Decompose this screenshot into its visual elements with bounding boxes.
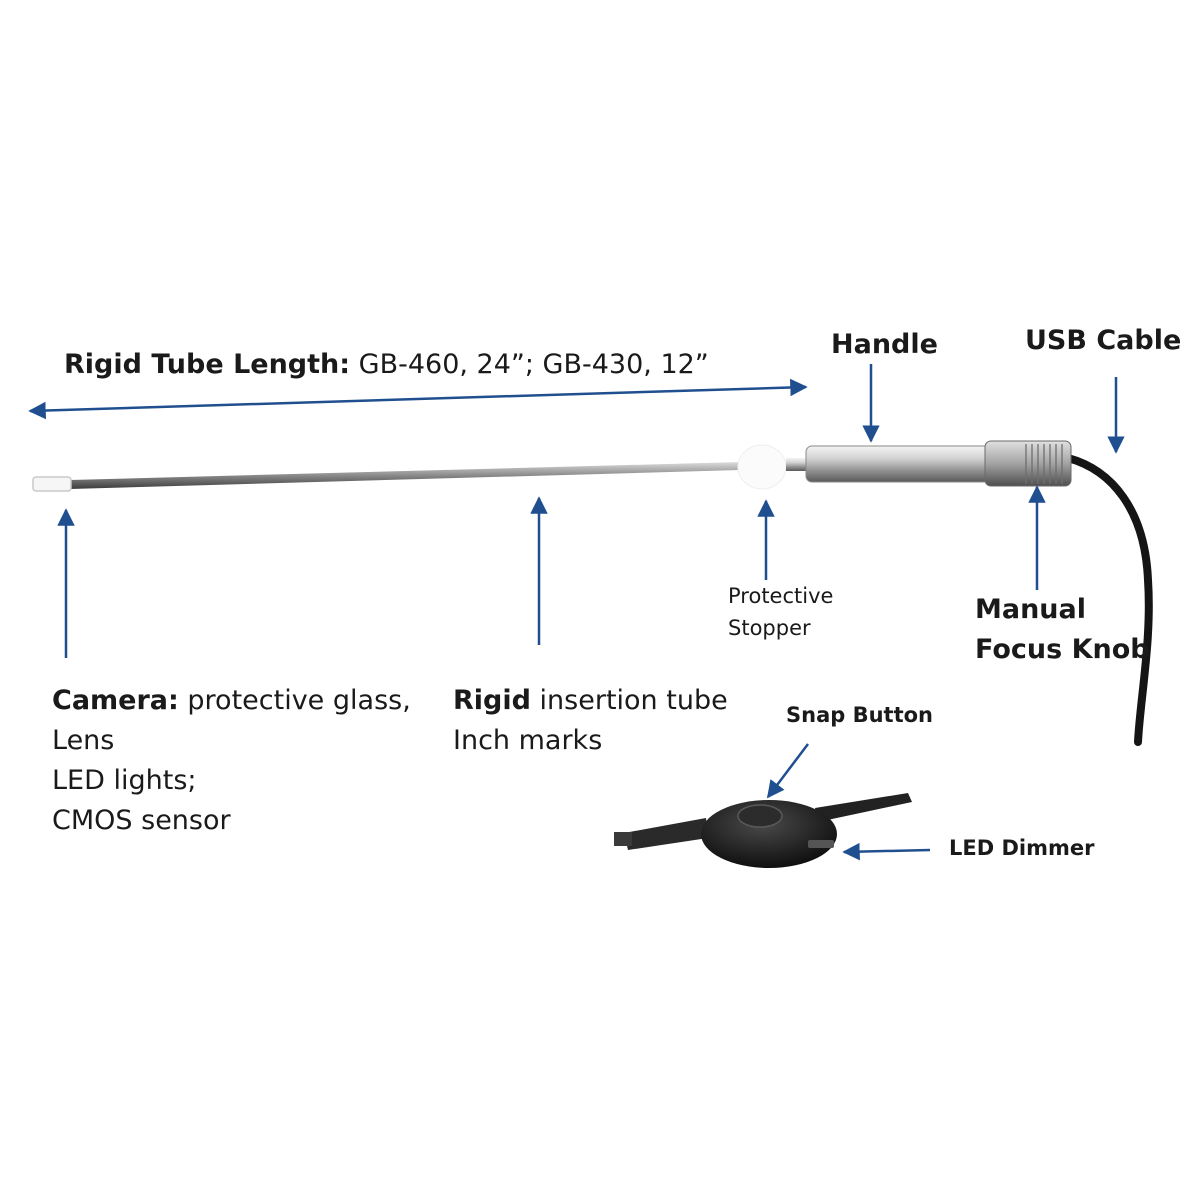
rigid-tube-line-1: insertion tube xyxy=(530,685,728,716)
snap-button-arrow xyxy=(766,743,809,799)
led-dimmer-label: LED Dimmer xyxy=(949,836,1095,860)
dimmer-unit xyxy=(614,793,912,880)
rigid-tube-label: Rigid insertion tube Inch marks xyxy=(453,681,728,761)
usb-cable-label: USB Cable xyxy=(1025,325,1182,356)
camera-line-1: protective glass, xyxy=(178,685,411,716)
manual-focus-knob-label: Manual Focus Knob xyxy=(975,590,1150,670)
tube-length-label: Rigid Tube Length: GB-460, 24”; GB-430, … xyxy=(64,345,709,385)
camera-line-4: CMOS sensor xyxy=(52,805,231,836)
usb-cable xyxy=(1064,454,1153,746)
tube-length-text: GB-460, 24”; GB-430, 12” xyxy=(350,349,709,380)
tube-length-bold: Rigid Tube Length: xyxy=(64,349,351,380)
dimmer-slider xyxy=(808,840,834,848)
camera-line-3: LED lights; xyxy=(52,765,197,796)
rigid-insertion-tube xyxy=(70,462,740,489)
tube-length-arrow xyxy=(28,378,808,420)
camera-label: Camera: protective glass, Lens LED light… xyxy=(52,681,411,841)
protective-stopper-line-1: Protective xyxy=(728,584,834,608)
protective-stopper-label: Protective Stopper xyxy=(728,580,833,644)
snap-button-label: Snap Button xyxy=(786,703,933,727)
led-dimmer-arrow xyxy=(842,842,931,861)
protective-stopper-line-2: Stopper xyxy=(728,616,811,640)
camera-tip xyxy=(32,476,72,492)
rigid-tube-line-2: Inch marks xyxy=(453,725,603,756)
focus-knob-line-2: Focus Knob xyxy=(975,634,1150,665)
handle xyxy=(786,445,991,483)
protective-stopper xyxy=(737,444,787,490)
handle-label: Handle xyxy=(831,329,938,360)
camera-line-2: Lens xyxy=(52,725,115,756)
manual-focus-knob xyxy=(984,440,1072,487)
focus-knob-line-1: Manual xyxy=(975,594,1087,625)
camera-bold: Camera: xyxy=(52,685,179,716)
snap-button xyxy=(737,804,783,828)
rigid-tube-bold: Rigid xyxy=(453,685,531,716)
